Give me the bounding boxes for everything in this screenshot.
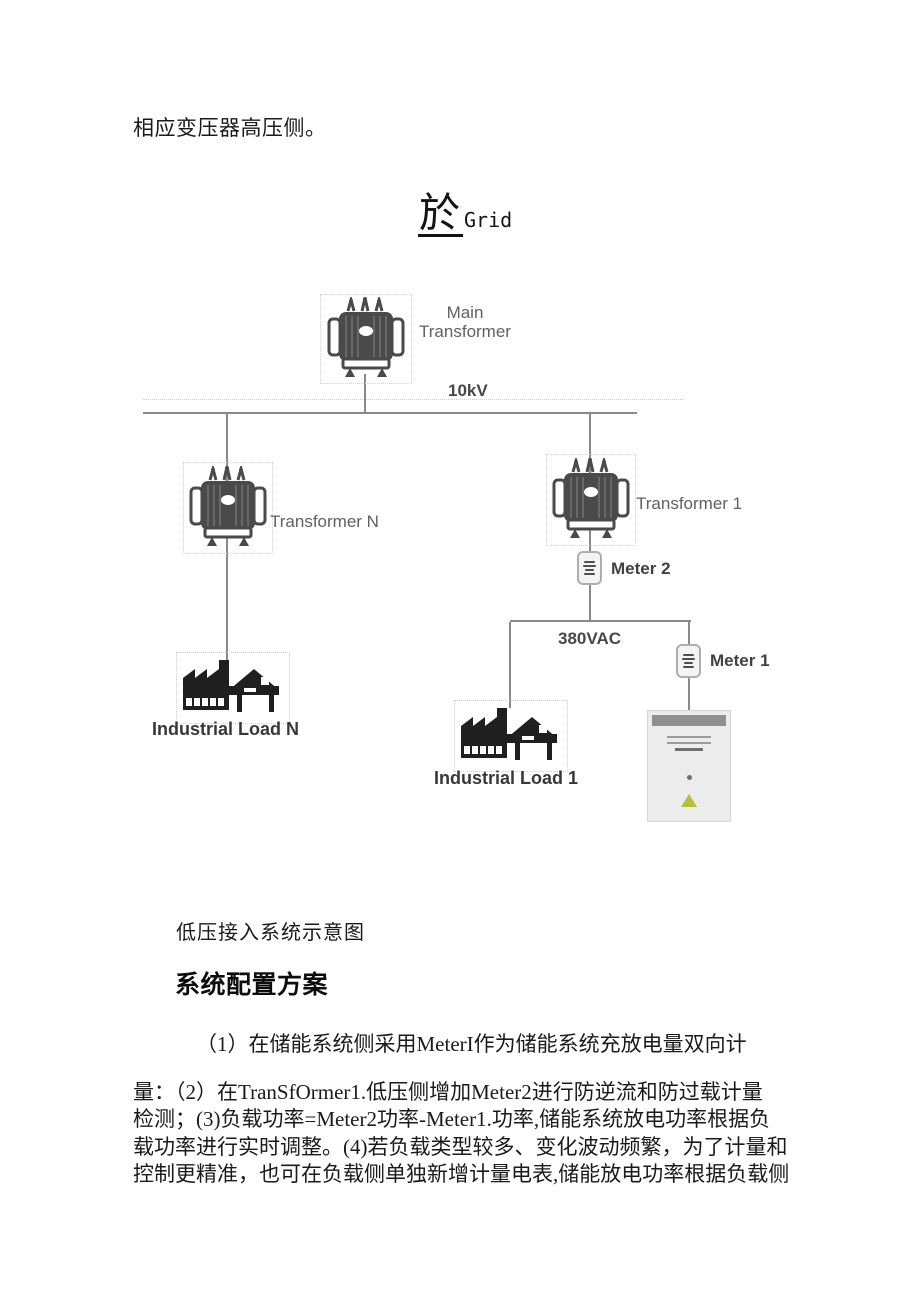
cabinet-indicator-dot bbox=[686, 775, 692, 780]
industrial-load-1-label: Industrial Load 1 bbox=[434, 768, 579, 788]
body-paragraph-first-line: （1）在储能系统侧采用MeterI作为储能系统充放电量双向计 bbox=[196, 1032, 747, 1056]
hv-bus-voltage-label: 10kV bbox=[448, 381, 488, 400]
transformer-icon bbox=[189, 466, 267, 546]
main-transformer-drop-line bbox=[364, 374, 366, 414]
figure-caption: 低压接入系统示意图 bbox=[176, 922, 365, 944]
system-diagram: 於 Grid Main Transformer 10kV bbox=[143, 193, 770, 822]
main-transformer-label-line2: Transformer bbox=[419, 322, 511, 341]
cabinet-logo-triangle bbox=[681, 794, 697, 807]
transformer-1-icon bbox=[546, 454, 636, 546]
grid-label: Grid bbox=[464, 208, 513, 232]
factory-icon bbox=[183, 660, 279, 712]
load-1-drop-line bbox=[509, 622, 511, 708]
industrial-load-n-label: Industrial Load N bbox=[152, 719, 300, 739]
cabinet-vent-line bbox=[667, 742, 711, 744]
hv-bus-line bbox=[143, 412, 637, 414]
body-paragraph-block: 量：（2）在TranSfOrmer1.低压侧增加Meter2进行防逆流和防过载计… bbox=[133, 1079, 853, 1188]
factory-icon bbox=[461, 708, 557, 760]
lv-bus-voltage-label: 380VAC bbox=[558, 629, 621, 648]
industrial-load-n-icon bbox=[176, 652, 290, 724]
body-paragraph-line: 载功率进行实时调整。(4)若负载类型较多、变化波动频繁，为了计量和 bbox=[133, 1134, 788, 1159]
cabinet-top-bar bbox=[652, 715, 726, 726]
cabinet-vent-line bbox=[667, 736, 711, 738]
transformer-n-label: Transformer N bbox=[270, 512, 379, 531]
cabinet-vent-line bbox=[675, 748, 703, 751]
body-paragraph-line: 检测；(3)负载功率=Meter2功率-Meter1.功率,储能系统放电功率根据… bbox=[133, 1107, 771, 1132]
main-transformer-label-line1: Main bbox=[446, 303, 484, 322]
meter-1-icon bbox=[676, 644, 701, 678]
grid-node: 於 Grid bbox=[418, 193, 512, 237]
transformer-1-label: Transformer 1 bbox=[636, 494, 743, 513]
marquee-guide-line bbox=[143, 399, 683, 400]
main-transformer-icon bbox=[320, 294, 412, 384]
body-paragraph-line: 控制更精准，也可在负载侧单独新增计量电表,储能放电功率根据负载侧 bbox=[133, 1161, 790, 1186]
main-transformer-label: Main Transformer bbox=[412, 303, 518, 341]
battery-cabinet-icon bbox=[647, 710, 731, 822]
transformer-n-icon bbox=[183, 462, 273, 554]
lv-bus-line bbox=[510, 620, 691, 622]
body-paragraph-line: 量：（2）在TranSfOrmer1.低压侧增加Meter2进行防逆流和防过载计… bbox=[133, 1080, 763, 1104]
meter-2-label: Meter 2 bbox=[611, 559, 671, 578]
industrial-load-1-icon bbox=[454, 700, 568, 772]
meter-1-label: Meter 1 bbox=[710, 651, 770, 670]
transformer-icon bbox=[552, 458, 630, 538]
intro-paragraph: 相应变压器高压侧。 bbox=[133, 116, 327, 140]
section-heading: 系统配置方案 bbox=[175, 971, 329, 999]
meter-2-icon bbox=[577, 551, 602, 585]
transformer-icon bbox=[327, 297, 405, 377]
grid-symbol-icon: 於 bbox=[418, 193, 463, 237]
